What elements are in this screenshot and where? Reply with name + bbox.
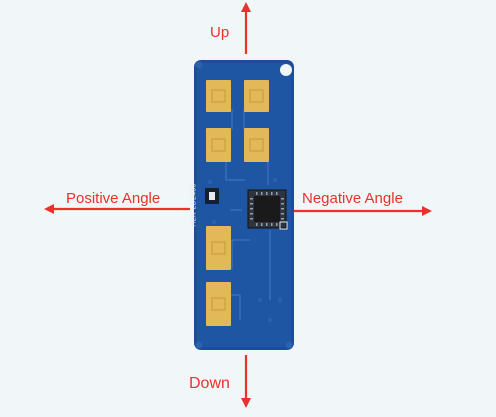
- label-up: Up: [210, 24, 230, 41]
- label-positive-angle: Positive Angle: [66, 190, 161, 207]
- label-negative-angle: Negative Angle: [302, 190, 403, 207]
- radar-chip: [247, 189, 287, 229]
- label-down: Down: [189, 375, 230, 392]
- radar-board: [194, 60, 294, 350]
- board-model-text: HLK-LD2450: [190, 183, 198, 227]
